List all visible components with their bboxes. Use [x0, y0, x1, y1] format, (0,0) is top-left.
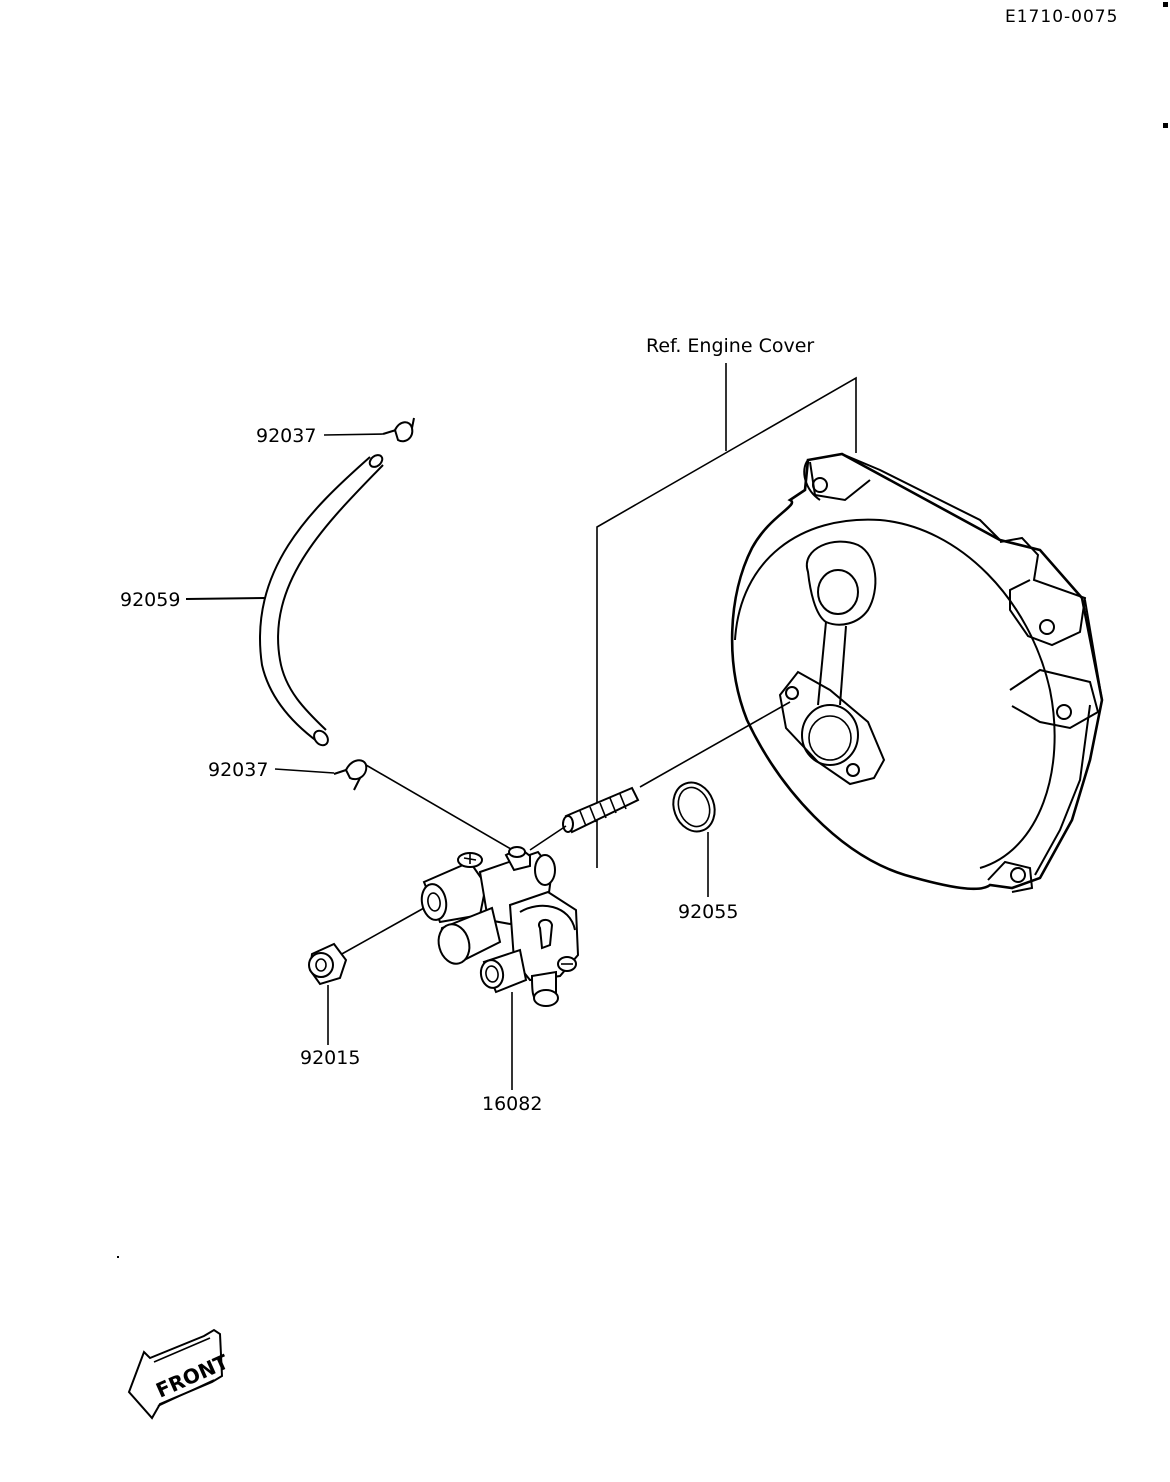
- part-label-16082: 16082: [482, 992, 542, 1115]
- reference-label: Ref. Engine Cover: [646, 335, 814, 357]
- hose-clip-lower: [333, 759, 517, 853]
- part-label-92055: 92055: [678, 832, 738, 923]
- corner-mark-mid: [1163, 123, 1168, 128]
- corner-mark-top: [1163, 2, 1168, 7]
- stud-bolt: [562, 701, 791, 834]
- o-ring: [672, 781, 716, 833]
- part-label-92037-upper: 92037: [256, 425, 384, 447]
- part-label-92037-lower: 92037: [208, 759, 335, 781]
- svg-text:92037: 92037: [208, 759, 268, 781]
- front-arrow-icon: FRONT: [127, 1328, 232, 1420]
- diagram-code: E1710-0075: [1005, 7, 1118, 27]
- svg-text:92059: 92059: [120, 589, 180, 611]
- oil-hose: [259, 454, 384, 747]
- svg-text:92037: 92037: [256, 425, 316, 447]
- svg-text:92015: 92015: [300, 1047, 360, 1069]
- scan-dot: [117, 1256, 119, 1258]
- oil-pump: [339, 825, 580, 1007]
- reference-leader: [596, 363, 857, 868]
- svg-text:92055: 92055: [678, 901, 738, 923]
- part-label-92059: 92059: [120, 589, 266, 611]
- nut: [308, 942, 348, 986]
- svg-text:16082: 16082: [482, 1093, 542, 1115]
- part-label-92015: 92015: [300, 985, 360, 1069]
- hose-clip-upper: [382, 417, 415, 443]
- engine-cover: [730, 452, 1104, 893]
